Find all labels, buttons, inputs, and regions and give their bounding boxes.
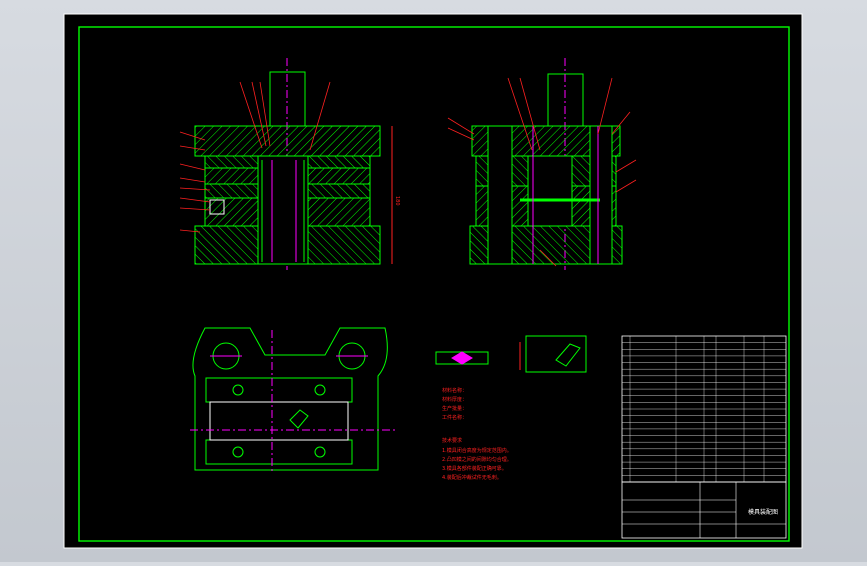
tech-req-2: 3.模具各部件装配正确可靠。 [442,465,507,472]
dimension-label: 180 [394,196,400,206]
drawing-border [78,26,790,542]
drawing-sheet [63,13,803,549]
workpiece-view [435,335,587,373]
title-block-name: 模具装配图 [748,508,778,516]
notes: 材料名称： 材料厚度： 生产批量： 工件名称： 技术要求 1.模具闭合高度为规定… [442,387,512,481]
tech-req-3: 4.装配后冲裁试件无毛刺。 [442,474,502,481]
leader-lines [179,77,637,267]
note-top-1: 材料厚度： [442,396,467,403]
tech-req-title: 技术要求 [442,437,462,444]
plan-view [190,327,395,474]
note-top-0: 材料名称： [442,387,467,394]
side-section-view [469,58,623,270]
title-block: 模具装配图 [621,481,787,539]
tech-req-1: 2.凸凹模之间的间隙均匀合理。 [442,456,512,463]
tech-req-0: 1.模具闭合高度为规定范围内。 [442,447,512,454]
bom-table [621,335,787,483]
note-top-2: 生产批量： [442,405,467,412]
note-top-3: 工件名称： [442,414,467,421]
front-section-view: 180 [194,58,400,270]
